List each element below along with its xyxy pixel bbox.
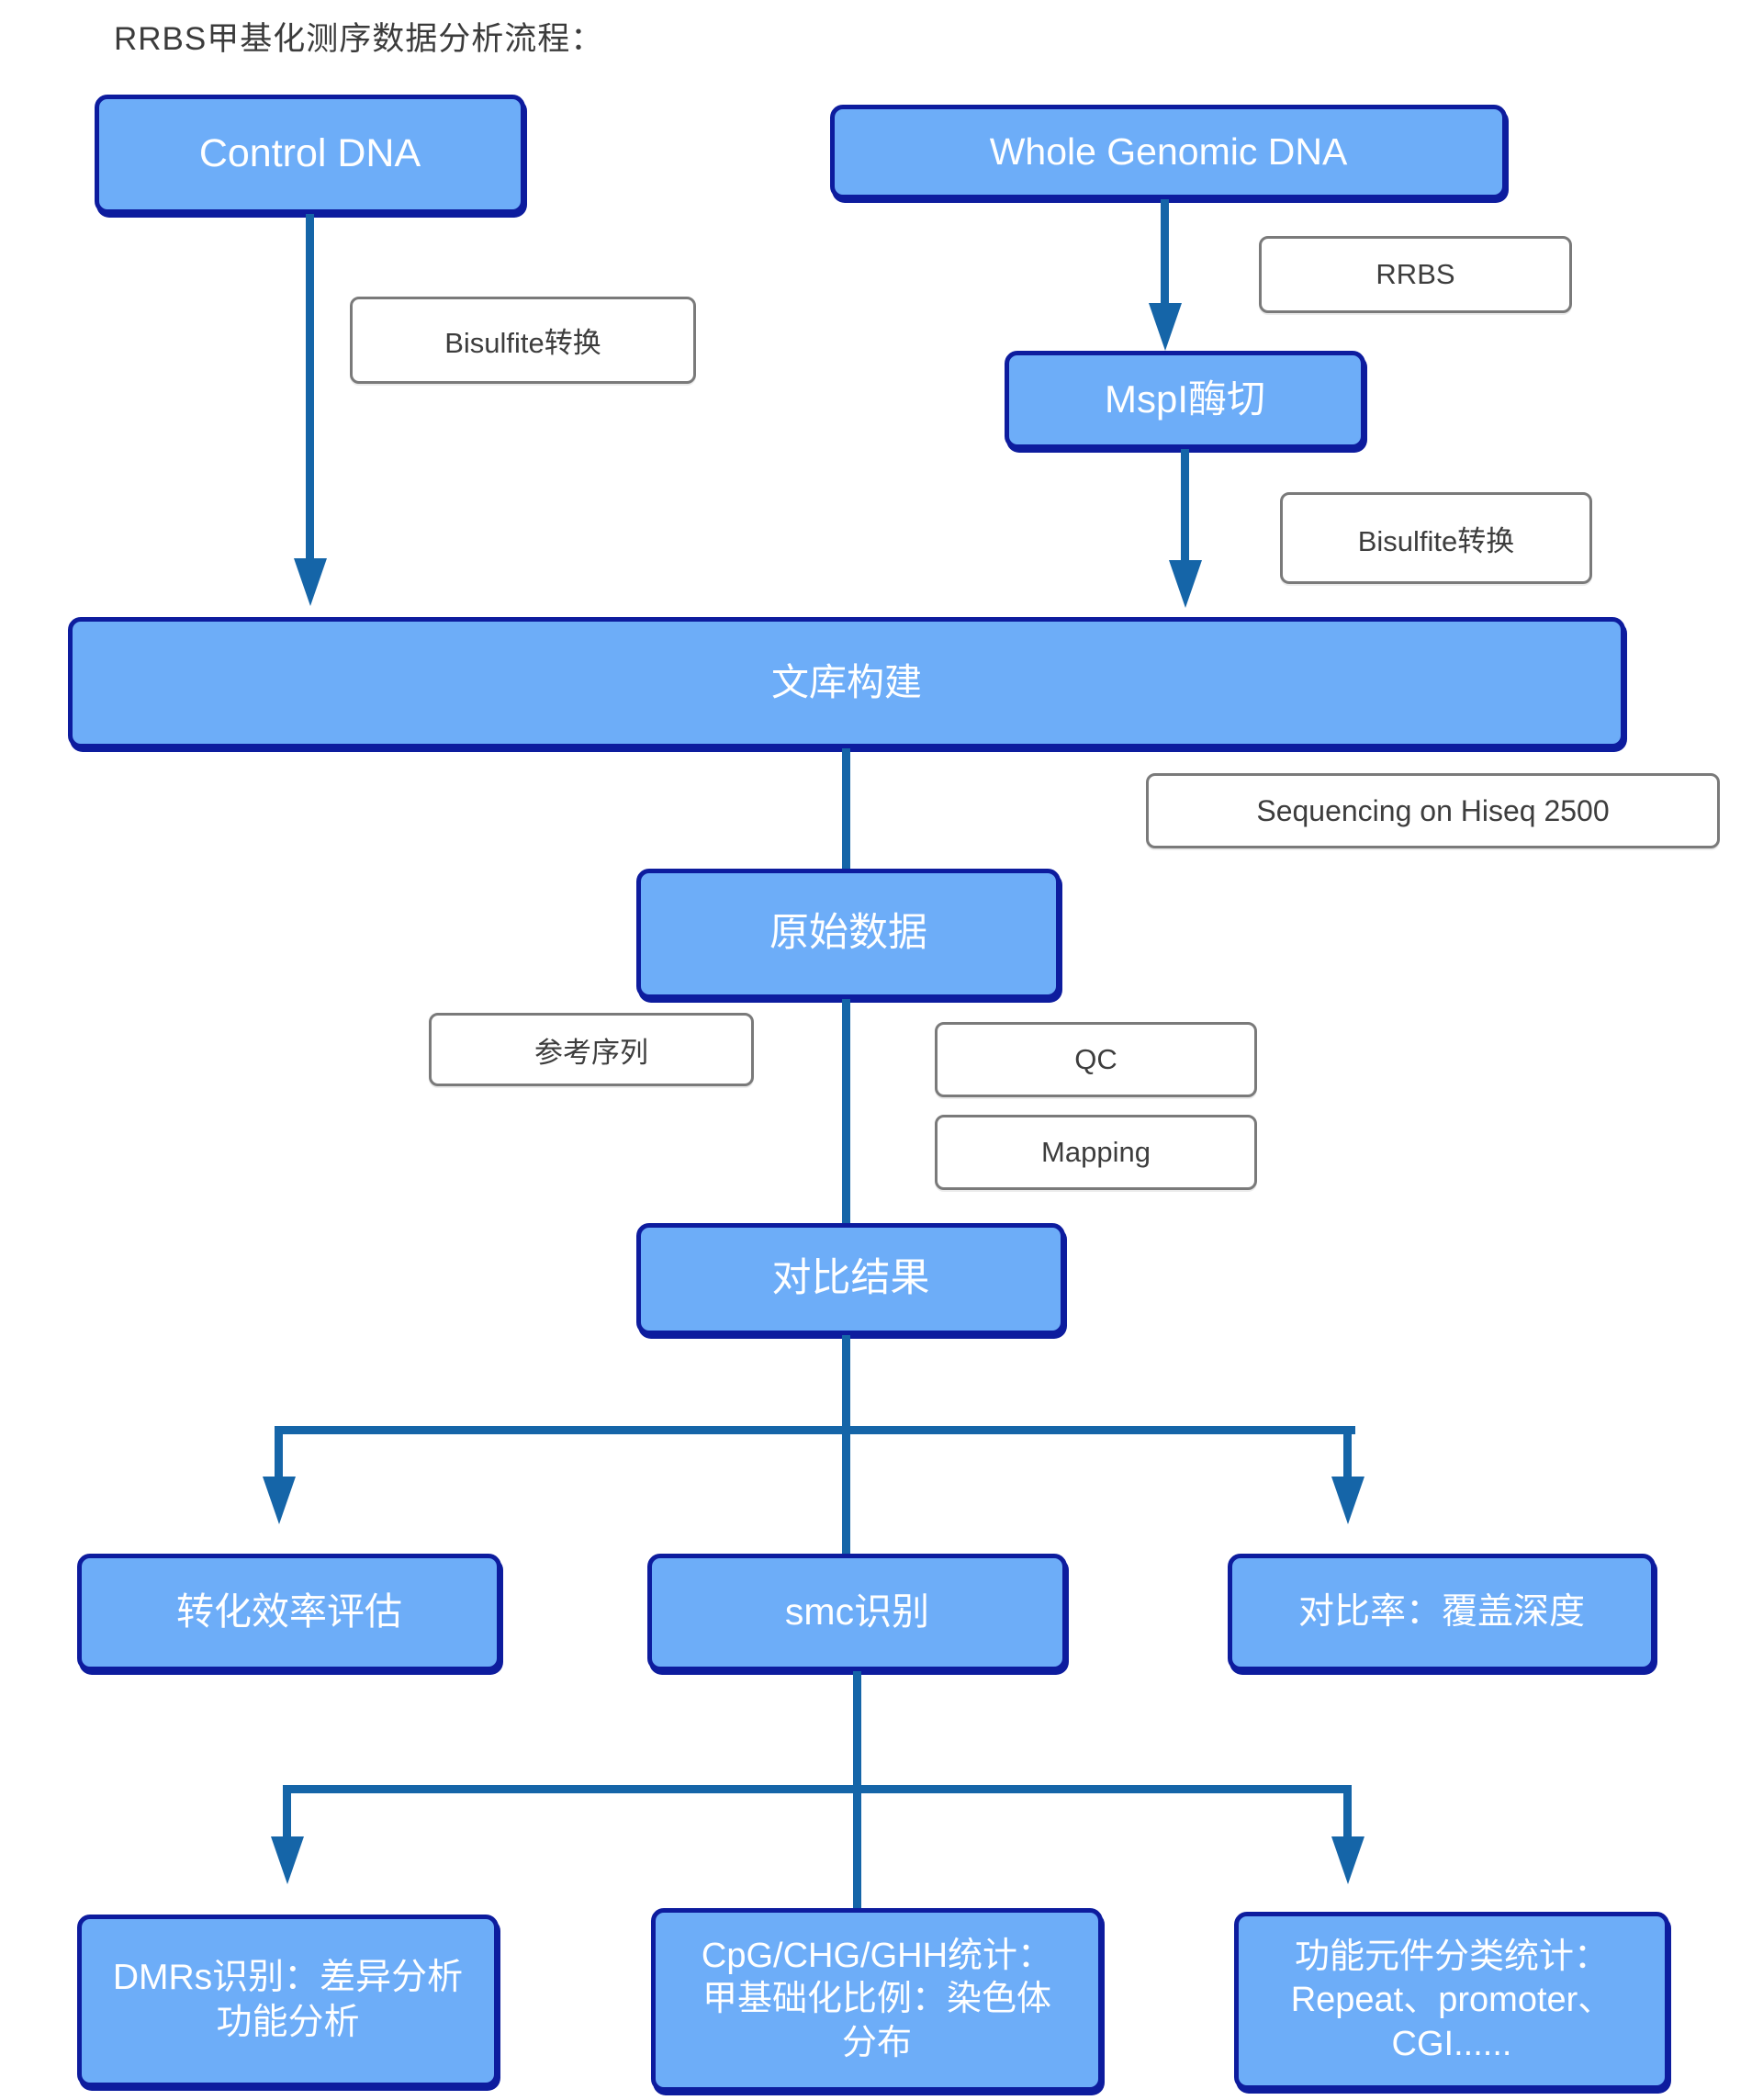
label-reference-sequence: 参考序列 <box>429 1013 754 1086</box>
node-library-construction: 文库构建 <box>68 617 1625 748</box>
node-raw-data: 原始数据 <box>636 869 1061 999</box>
node-cpg-line2: 甲基础化比例：染色体 <box>702 1980 1051 2019</box>
node-smc-identification: smc识别 <box>647 1554 1067 1671</box>
node-functional-line3: CGI...... <box>1391 2024 1512 2063</box>
node-mspi-digestion: MspI酶切 <box>1005 351 1365 449</box>
node-functional-elements: 功能元件分类统计： Repeat、promoter、 CGI...... <box>1234 1912 1669 2090</box>
connector-rawdata-to-alignment <box>842 999 850 1223</box>
node-dmrs-line2: 功能分析 <box>216 2003 360 2042</box>
node-alignment-result: 对比结果 <box>636 1223 1065 1335</box>
label-mapping: Mapping <box>935 1115 1257 1190</box>
branch1-horizontal-line <box>275 1426 1355 1434</box>
arrowhead-branch1-right <box>1331 1477 1364 1524</box>
node-dmrs-identification: DMRs识别：差异分析 功能分析 <box>77 1915 499 2087</box>
node-cpg-statistics: CpG/CHG/GHH统计： 甲基础化比例：染色体 分布 <box>651 1908 1103 2092</box>
page-title: RRBS甲基化测序数据分析流程： <box>114 21 604 57</box>
arrowhead-branch1-left <box>263 1477 296 1524</box>
branch1-left-drop <box>275 1426 283 1478</box>
branch1-center-drop <box>842 1426 850 1554</box>
node-cpg-line1: CpG/CHG/GHH统计： <box>701 1936 1053 1975</box>
connector-smc-to-branch <box>853 1671 861 1792</box>
label-qc: QC <box>935 1022 1257 1097</box>
arrowhead-mspi-to-library <box>1169 560 1202 608</box>
arrowhead-branch2-left <box>271 1836 304 1884</box>
node-mapping-rate-depth: 对比率：覆盖深度 <box>1228 1554 1656 1671</box>
branch2-center-drop <box>853 1785 861 1910</box>
node-whole-genomic-dna: Whole Genomic DNA <box>830 105 1507 199</box>
connector-alignment-to-branch <box>842 1335 850 1434</box>
label-bisulfite-left: Bisulfite转换 <box>350 297 696 384</box>
label-bisulfite-right: Bisulfite转换 <box>1280 492 1592 584</box>
arrowhead-control-to-library <box>294 558 327 606</box>
connector-mspi-to-library <box>1181 449 1189 562</box>
node-functional-line1: 功能元件分类统计： <box>1294 1937 1609 1976</box>
connector-control-to-library <box>306 214 314 560</box>
node-dmrs-line1: DMRs识别：差异分析 <box>112 1958 464 1998</box>
node-control-dna: Control DNA <box>95 95 525 214</box>
arrowhead-branch2-right <box>1331 1836 1364 1884</box>
label-sequencing: Sequencing on Hiseq 2500 <box>1146 773 1720 848</box>
branch2-left-drop <box>283 1785 291 1838</box>
node-functional-line2: Repeat、promoter、 <box>1290 1981 1613 2020</box>
label-rrbs: RRBS <box>1259 236 1572 313</box>
branch2-right-drop <box>1343 1785 1352 1838</box>
connector-library-to-rawdata <box>842 748 850 869</box>
node-conversion-efficiency: 转化效率评估 <box>77 1554 501 1671</box>
arrowhead-wgd-to-mspi <box>1149 303 1182 351</box>
branch2-horizontal-line <box>283 1785 1352 1793</box>
branch1-right-drop <box>1343 1426 1352 1478</box>
connector-wgd-to-mspi <box>1161 199 1169 305</box>
node-cpg-line3: 分布 <box>841 2023 912 2062</box>
